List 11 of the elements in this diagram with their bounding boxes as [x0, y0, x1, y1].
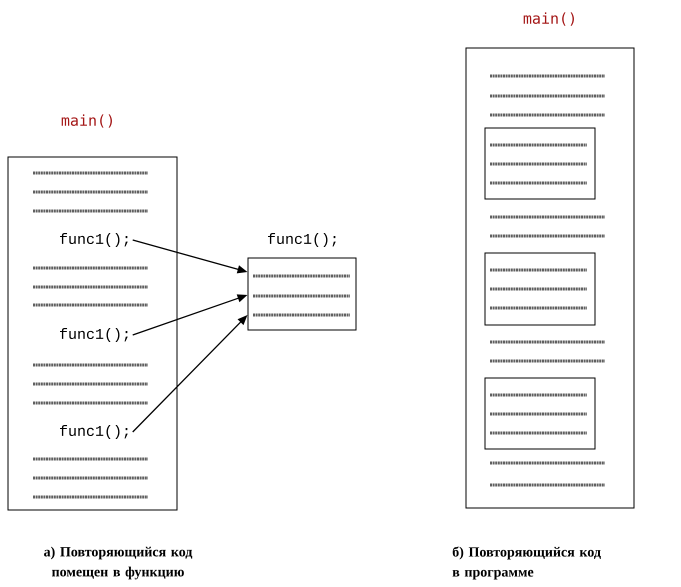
function-heading: main()	[524, 12, 574, 26]
caption: а) Повторяющийся код помещен в функцию	[44, 546, 192, 580]
function-call: func1();	[60, 425, 128, 439]
function-heading: func1();	[268, 233, 336, 247]
caption: б) Повторяющийся код в программе	[452, 546, 601, 580]
function-heading: main()	[62, 114, 112, 128]
inner-box	[484, 378, 596, 450]
function-call: func1();	[60, 233, 128, 247]
inner-box	[484, 128, 596, 200]
inner-box	[484, 252, 596, 326]
function-call: func1();	[60, 328, 128, 342]
